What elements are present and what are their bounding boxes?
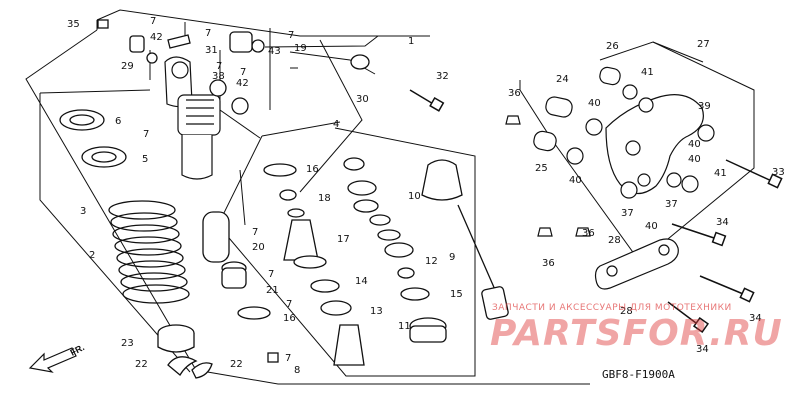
part-callout: 20: [252, 242, 265, 253]
part-callout: 7: [252, 227, 259, 238]
part-callout: 26: [606, 41, 619, 52]
part-callout: 14: [355, 276, 368, 287]
part-callout: 11: [398, 321, 411, 332]
part-callout: 21: [266, 285, 279, 296]
part-callout: 40: [688, 139, 701, 150]
part-callout: 22: [135, 359, 148, 370]
part-callout: 37: [621, 208, 634, 219]
part-callout: 36: [582, 228, 595, 239]
part-callout: 7: [288, 30, 295, 41]
part-callout: 33: [772, 167, 785, 178]
diagram-code: GBF8-F1900A: [602, 368, 675, 381]
part-callout: 2: [89, 250, 96, 261]
part-callout: 25: [535, 163, 548, 174]
part-callout: 7: [205, 28, 212, 39]
part-callout: 22: [230, 359, 243, 370]
part-callout: 40: [688, 154, 701, 165]
part-callout: 15: [450, 289, 463, 300]
part-callout: 40: [645, 221, 658, 232]
part-callout: 36: [508, 88, 521, 99]
part-callout: 18: [318, 193, 331, 204]
part-callout: 27: [697, 39, 710, 50]
part-callout: 30: [356, 94, 369, 105]
part-callout: 7: [150, 16, 157, 27]
part-callout: 34: [749, 313, 762, 324]
part-callout: 3: [80, 206, 87, 217]
watermark-logo-text: PARTSFOR.RU: [490, 313, 783, 354]
part-callout: 7: [286, 299, 293, 310]
part-callout: 7: [216, 61, 223, 72]
part-callout: 7: [143, 129, 150, 140]
part-callout: 5: [142, 154, 149, 165]
part-callout: 16: [306, 164, 319, 175]
part-callout: 34: [696, 344, 709, 355]
part-callout: 37: [665, 199, 678, 210]
part-callout: 1: [408, 36, 415, 47]
part-callout: 10: [408, 191, 421, 202]
part-callout: 39: [698, 101, 711, 112]
part-callout: 9: [449, 252, 456, 263]
part-callout: 42: [236, 78, 249, 89]
part-callout: 17: [337, 234, 350, 245]
part-callout: 24: [556, 74, 569, 85]
part-callout: 41: [714, 168, 727, 179]
part-callout: 40: [569, 175, 582, 186]
part-callout: 13: [370, 306, 383, 317]
part-callout: 7: [240, 67, 247, 78]
part-callout: 32: [436, 71, 449, 82]
part-callout: 35: [67, 19, 80, 30]
part-callout: 23: [121, 338, 134, 349]
part-callout: 16: [283, 313, 296, 324]
watermark-subtitle: ЗАПЧАСТИ И АКСЕССУАРЫ ДЛЯ МОТОТЕХНИКИ: [492, 303, 732, 313]
part-callout: 28: [608, 235, 621, 246]
part-callout: 12: [425, 256, 438, 267]
part-callout: 36: [542, 258, 555, 269]
part-callout: 19: [294, 43, 307, 54]
part-callout: 43: [268, 46, 281, 57]
part-callout: 7: [285, 353, 292, 364]
part-callout: 28: [620, 306, 633, 317]
part-callout: 4: [333, 119, 340, 130]
part-callout: 40: [588, 98, 601, 109]
front-arrow-icon: [28, 347, 77, 373]
part-callout: 31: [205, 45, 218, 56]
part-callout: 8: [294, 365, 301, 376]
part-callout: 6: [115, 116, 122, 127]
part-callout: 29: [121, 61, 134, 72]
part-callout: 42: [150, 32, 163, 43]
part-callout: 7: [268, 269, 275, 280]
part-callout: 41: [641, 67, 654, 78]
part-callout: 34: [716, 217, 729, 228]
part-callout: 38: [212, 71, 225, 82]
